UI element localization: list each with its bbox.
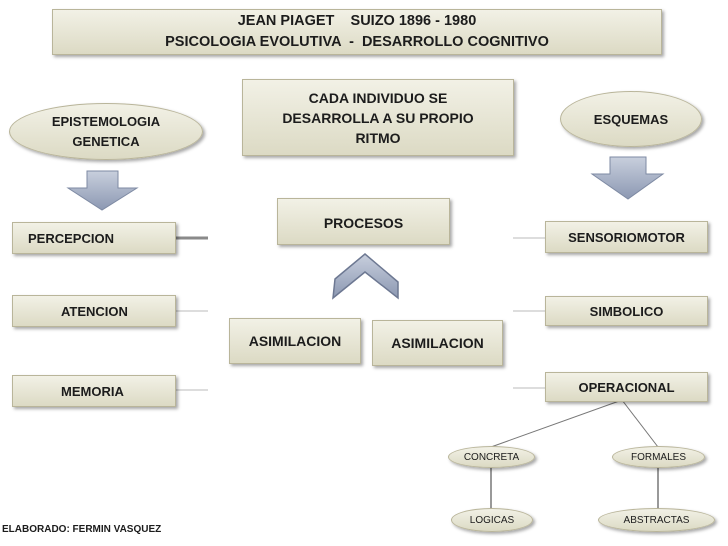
- oval-epistemologia: EPISTEMOLOGIA GENETICA: [9, 103, 203, 160]
- box-memoria: MEMORIA: [12, 375, 176, 407]
- operacional-label: OPERACIONAL: [578, 379, 675, 395]
- box-asimilacion-left: ASIMILACION: [229, 318, 361, 364]
- abstractas-label: ABSTRACTAS: [623, 514, 690, 526]
- concreta-label: CONCRETA: [463, 451, 520, 463]
- percepcion-label: PERCEPCION: [28, 230, 114, 246]
- center-note-text: CADA INDIVIDUO SE DESARROLLA A SU PROPIO…: [282, 89, 474, 146]
- main-title: JEAN PIAGET SUIZO 1896 - 1980 PSICOLOGIA…: [52, 9, 662, 55]
- box-simbolico: SIMBOLICO: [545, 296, 708, 326]
- asimilacion-right-label: ASIMILACION: [391, 335, 484, 351]
- oval-esquemas: ESQUEMAS: [560, 91, 702, 147]
- memoria-label: MEMORIA: [61, 383, 124, 399]
- asimilacion-left-label: ASIMILACION: [248, 333, 342, 349]
- tree-line-formales: [621, 399, 659, 448]
- cycle-chevron-icon: [332, 253, 399, 300]
- procesos-label: PROCESOS: [323, 215, 404, 231]
- oval-concreta: CONCRETA: [448, 446, 535, 468]
- down-arrow-right-icon: [590, 156, 665, 200]
- tree-line-concreta: [490, 399, 623, 448]
- atencion-label: ATENCION: [61, 303, 128, 319]
- oval-logicas: LOGICAS: [451, 508, 533, 532]
- simbolico-label: SIMBOLICO: [589, 303, 664, 319]
- box-atencion: ATENCION: [12, 295, 176, 327]
- logicas-label: LOGICAS: [469, 514, 515, 526]
- box-sensoriomotor: SENSORIOMOTOR: [545, 221, 708, 253]
- down-arrow-left-icon: [66, 170, 139, 211]
- center-note: CADA INDIVIDUO SE DESARROLLA A SU PROPIO…: [242, 79, 514, 156]
- box-asimilacion-right: ASIMILACION: [372, 320, 503, 366]
- title-line-1: JEAN PIAGET SUIZO 1896 - 1980: [237, 13, 477, 29]
- oval-abstractas: ABSTRACTAS: [598, 508, 715, 532]
- box-operacional: OPERACIONAL: [545, 372, 708, 402]
- oval-formales: FORMALES: [612, 446, 705, 468]
- oval-epistemologia-label: EPISTEMOLOGIA GENETICA: [51, 113, 161, 149]
- footer-text: ELABORADO: FERMIN VASQUEZ: [2, 524, 162, 535]
- sensoriomotor-label: SENSORIOMOTOR: [568, 229, 685, 245]
- box-procesos: PROCESOS: [277, 198, 450, 245]
- oval-esquemas-label: ESQUEMAS: [593, 111, 669, 127]
- formales-label: FORMALES: [630, 451, 686, 463]
- title-line-2: PSICOLOGIA EVOLUTIVA - DESARROLLO COGNIT…: [165, 34, 549, 50]
- footer-credit: ELABORADO: FERMIN VASQUEZ: [2, 524, 161, 535]
- box-percepcion: PERCEPCION: [12, 222, 176, 254]
